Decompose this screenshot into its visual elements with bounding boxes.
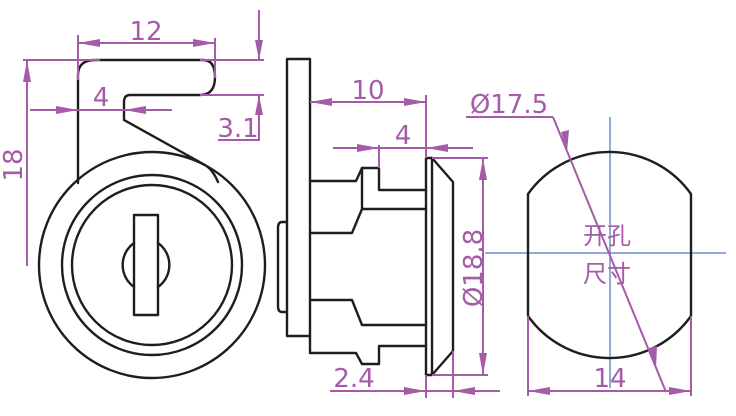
front-view: 12 18 4 3.1 bbox=[0, 10, 267, 380]
knob bbox=[276, 220, 289, 314]
body-bottom-step bbox=[308, 334, 428, 366]
dim-diameter-17-5: Ø17.5 bbox=[470, 90, 548, 120]
body-upper bbox=[308, 166, 428, 235]
middle-ring bbox=[60, 173, 244, 357]
dim-length-10: 10 bbox=[351, 76, 384, 106]
dim-flange-2-4: 2.4 bbox=[333, 364, 374, 394]
dim-step-4: 4 bbox=[395, 121, 412, 151]
cutout-caption-line1: 开孔 bbox=[583, 222, 631, 250]
body-top-step bbox=[308, 166, 428, 192]
flange bbox=[424, 156, 434, 377]
flange-bevel bbox=[430, 156, 455, 377]
key-slot bbox=[132, 213, 160, 317]
dim-thickness-3-1: 3.1 bbox=[217, 114, 258, 144]
cutout-caption-line2: 尺寸 bbox=[583, 260, 631, 288]
dim-width-12: 12 bbox=[129, 17, 162, 47]
dim-offset-4: 4 bbox=[93, 83, 110, 113]
cutout-view: 开孔 尺寸 Ø17.5 14 bbox=[466, 90, 726, 396]
keyhole-arc-right bbox=[156, 241, 171, 289]
keyhole-arc-left bbox=[121, 241, 136, 289]
side-view: 10 4 Ø18.8 2.4 bbox=[276, 57, 500, 398]
inner-ring bbox=[70, 183, 234, 347]
outer-ring bbox=[37, 150, 267, 380]
mounting-plate bbox=[285, 57, 312, 338]
dim-width-14: 14 bbox=[593, 364, 626, 394]
dim-diameter-18-8: Ø18.8 bbox=[459, 229, 489, 307]
dim-height-18: 18 bbox=[0, 148, 29, 181]
body-lower bbox=[308, 298, 428, 327]
dim-leader-17-5 bbox=[552, 116, 667, 393]
